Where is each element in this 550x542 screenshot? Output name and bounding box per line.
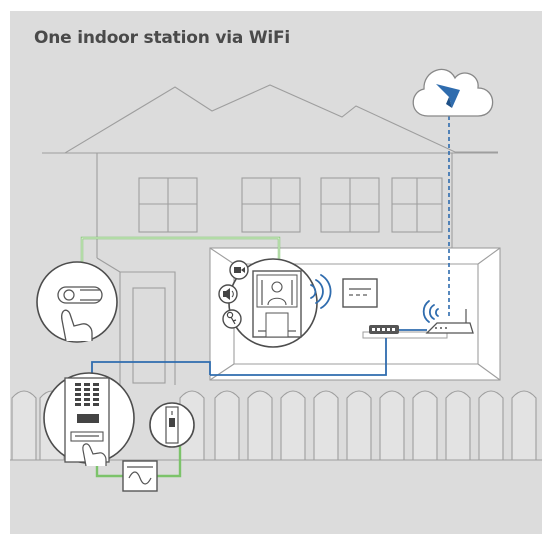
door-opener-callout <box>149 402 195 448</box>
camera-icon <box>229 260 249 280</box>
keypad-key <box>93 393 99 396</box>
cloud-icon <box>412 68 494 117</box>
fence-picket <box>313 390 339 460</box>
keypad-key <box>84 388 90 391</box>
speaker-icon <box>218 284 238 304</box>
fence-picket <box>346 390 372 460</box>
wifi-router-icon <box>422 300 474 334</box>
keypad-key <box>84 398 90 401</box>
keypad-key <box>75 388 81 391</box>
keypad-key <box>93 403 99 406</box>
keypad-key <box>93 388 99 391</box>
fence-picket <box>247 390 273 460</box>
fence-picket <box>511 390 537 460</box>
diagram-title: One indoor station via WiFi <box>34 28 291 48</box>
keypad-key <box>84 393 90 396</box>
keypad-key <box>84 403 90 406</box>
doorbell-button-callout <box>36 261 118 343</box>
fence-picket <box>280 390 306 460</box>
fence-picket <box>11 390 37 460</box>
fence-picket <box>478 390 504 460</box>
keypad-key <box>93 383 99 386</box>
keypad-key <box>75 393 81 396</box>
fence-picket <box>445 390 471 460</box>
bus-cable <box>80 236 281 478</box>
house-outline <box>42 84 498 385</box>
indoor-monitor-callout <box>228 258 332 348</box>
fence-picket <box>379 390 405 460</box>
transformer-icon <box>122 460 158 492</box>
keypad-key <box>93 398 99 401</box>
outdoor-station-callout <box>43 372 135 467</box>
fence-picket <box>214 390 240 460</box>
keypad-key <box>75 398 81 401</box>
power-supply-icon <box>342 278 378 308</box>
network-switch-icon <box>369 325 399 334</box>
keypad-key <box>75 383 81 386</box>
fence-picket <box>412 390 438 460</box>
keypad-key <box>84 383 90 386</box>
key-icon <box>222 309 242 329</box>
keypad-key <box>75 403 81 406</box>
